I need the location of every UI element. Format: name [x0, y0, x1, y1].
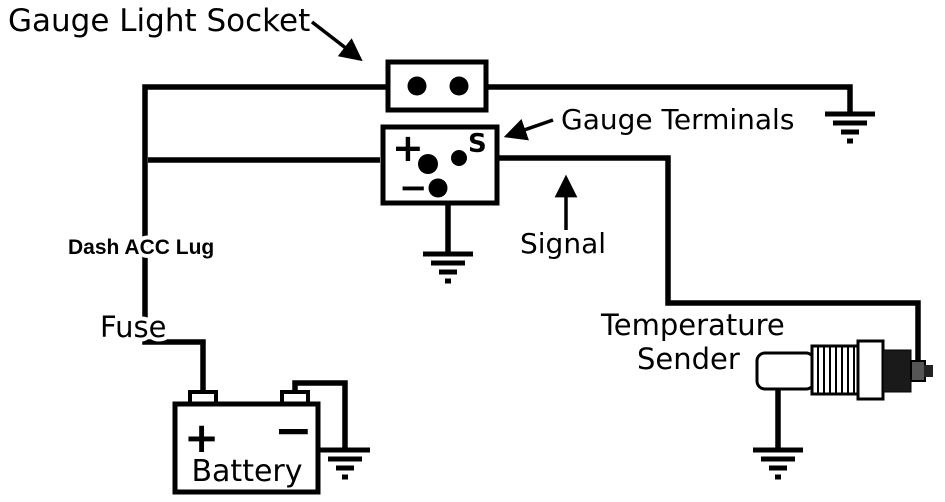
sender-body — [755, 351, 816, 391]
ground-symbol-top-right — [825, 114, 875, 141]
gauge-light-socket-box — [385, 59, 489, 113]
gauge-terminals-arrow — [503, 118, 554, 141]
temperature-sender-label-line2: Sender — [637, 342, 740, 376]
battery-minus-label: − — [274, 403, 313, 457]
terminal-plus-stud — [418, 154, 438, 174]
gauge-terminals: + S − — [380, 124, 500, 208]
battery-plus-label: + — [184, 413, 219, 462]
gauge-light-socket-arrow — [310, 20, 363, 62]
ground-symbol-battery — [320, 450, 370, 477]
temperature-sender-label-line1: Temperature — [600, 308, 785, 342]
gauge-light-socket-label: Gauge Light Socket — [8, 3, 310, 39]
terminal-minus-stud — [428, 178, 448, 198]
wire-socket-to-ground-right — [485, 84, 853, 114]
sender-terminal-stud — [910, 360, 926, 382]
signal-label: Signal — [520, 227, 606, 260]
battery-box — [172, 401, 321, 495]
gauge-light-socket — [385, 59, 489, 113]
sender-terminal-nut — [924, 365, 933, 377]
ground-symbol-sender — [753, 450, 803, 477]
socket-contact-right — [449, 76, 469, 96]
ground-symbol-gauge — [423, 254, 473, 281]
terminal-signal-label: S — [468, 129, 487, 159]
sender-insulator — [882, 349, 912, 393]
wire-battery-negative-to-ground — [292, 380, 348, 450]
wire-socket-to-fuse-to-battery — [142, 84, 389, 398]
temperature-sender-graphic — [755, 339, 933, 401]
fuse-label: Fuse — [100, 310, 166, 344]
dash-acc-lug-label: Dash ACC Lug — [68, 236, 214, 259]
wire-signal-to-sender — [495, 155, 921, 362]
socket-contact-left — [407, 76, 427, 96]
battery: + − Battery — [172, 390, 321, 495]
sender-hex-nut — [856, 339, 885, 401]
battery-label: Battery — [191, 454, 302, 489]
gauge-terminals-label: Gauge Terminals — [561, 103, 794, 136]
terminal-signal-stud — [451, 150, 467, 166]
terminal-minus-label: − — [399, 168, 428, 208]
